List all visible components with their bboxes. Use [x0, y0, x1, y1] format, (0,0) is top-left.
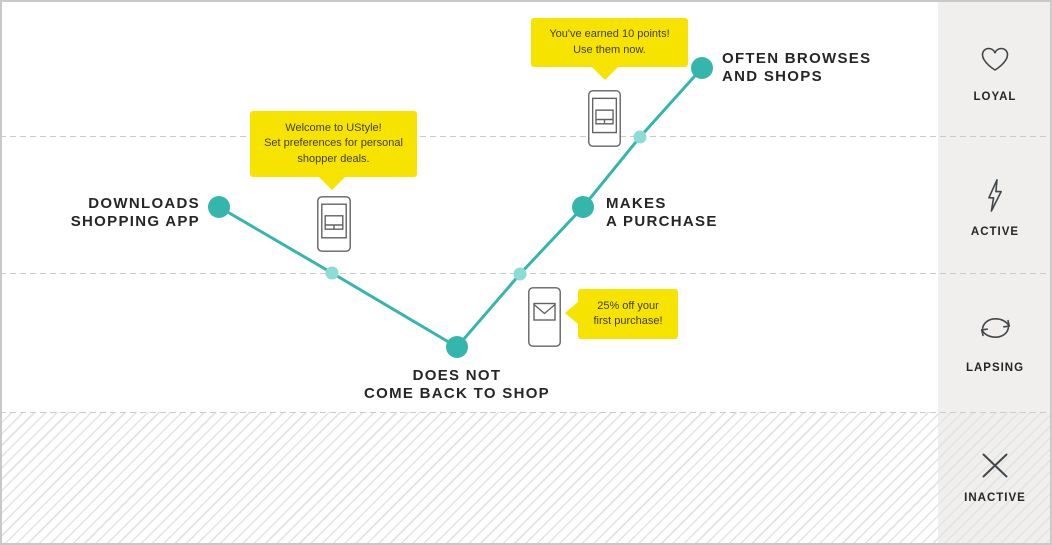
waypoint-dot: [633, 130, 647, 144]
callout-text-line: Welcome to UStyle!: [285, 121, 382, 134]
stage-label-line: DOWNLOADS: [88, 195, 200, 212]
callout-text-line: Use them now.: [573, 43, 646, 56]
stage-dot-downloads: [208, 196, 230, 218]
stage-label-downloads: DOWNLOADS SHOPPING APP: [58, 195, 200, 230]
phone-app-icon: [588, 90, 621, 147]
sidebar-label-active: ACTIVE: [970, 226, 1020, 238]
callout-text-line: first purchase!: [593, 315, 663, 327]
notification-callout-points: You've earned 10 points! Use them now.: [531, 18, 688, 80]
waypoint-dot: [513, 267, 527, 281]
stage-label-line: OFTEN BROWSES: [722, 50, 872, 67]
stage-label-line: AND SHOPS: [722, 67, 823, 85]
callout-pointer: [565, 302, 578, 324]
stage-dot-often-shops: [691, 57, 713, 79]
stage-dot-makes-purchase: [572, 196, 594, 218]
waypoint-dot: [325, 266, 339, 280]
callout-text-line: Set preferences for personal: [264, 137, 403, 150]
sidebar-label-inactive: INACTIVE: [964, 492, 1026, 504]
x-icon: [982, 453, 1008, 478]
phone-email-icon: [528, 287, 561, 347]
callout-text-line: You've earned 10 points!: [549, 28, 670, 40]
stage-label-line: DOES NOT: [412, 367, 502, 384]
notification-callout-discount: 25% off your first purchase!: [565, 289, 678, 339]
cycle-icon: [980, 318, 1011, 338]
callout-text-line: 25% off your: [597, 299, 659, 312]
sidebar-label-loyal: LOYAL: [973, 91, 1017, 103]
sidebar-label-lapsing: LAPSING: [965, 362, 1025, 374]
lightning-icon: [988, 179, 1002, 212]
stage-dot-does-not-return: [446, 336, 468, 358]
callout-text-line: shopper deals.: [297, 152, 370, 165]
stage-label-often-shops: OFTEN BROWSES AND SHOPS: [722, 50, 952, 85]
zone-divider-loyal-active: [0, 136, 1052, 137]
stage-label-line: COME BACK TO SHOP: [363, 384, 550, 402]
stage-label-does-not-return: DOES NOT COME BACK TO SHOP: [337, 367, 577, 402]
stage-label-line: A PURCHASE: [606, 212, 718, 230]
phone-app-icon: [317, 196, 351, 252]
notification-callout-welcome: Welcome to UStyle! Set preferences for p…: [250, 111, 417, 190]
stage-label-line: MAKES: [606, 195, 667, 212]
callout-pointer: [319, 177, 345, 190]
inactive-zone-hatch: [0, 412, 1052, 545]
stage-label-makes-purchase: MAKES A PURCHASE: [606, 195, 826, 230]
zone-divider-lapsing-inactive: [0, 412, 1052, 413]
callout-pointer: [592, 67, 618, 80]
stage-label-line: SHOPPING APP: [70, 212, 200, 230]
heart-icon: [981, 47, 1009, 71]
